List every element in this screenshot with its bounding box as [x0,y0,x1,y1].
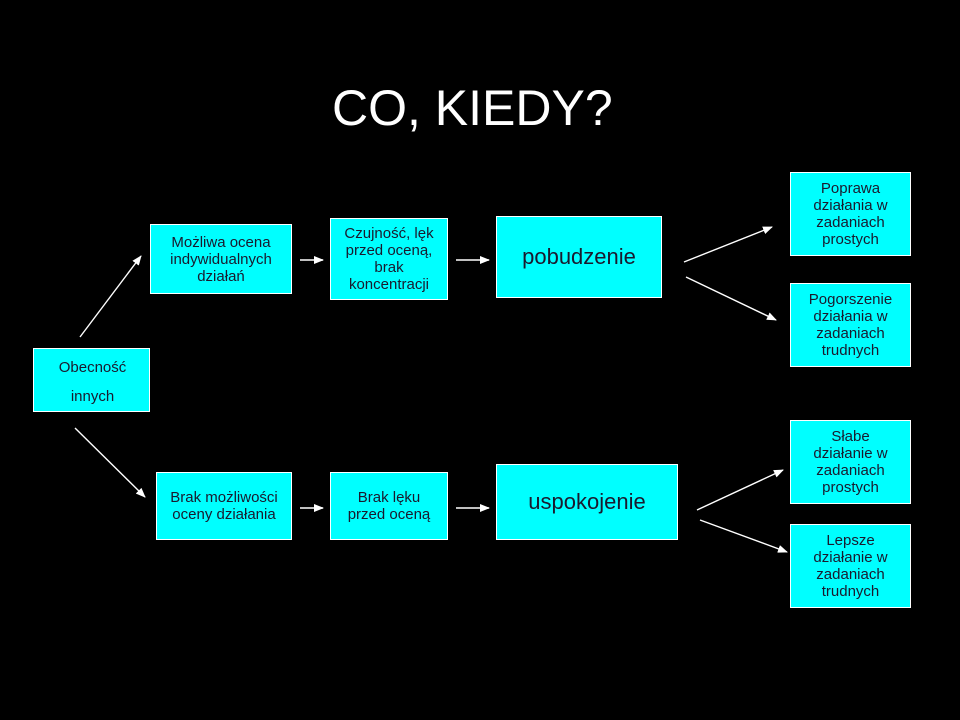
arrow-presence-to-no-eval [74,427,146,498]
node-calm: uspokojenie [496,464,678,540]
node-presence: Obecność innych [33,348,150,412]
arrow-calm-to-weak [696,469,784,511]
node-arousal: pobudzenie [496,216,662,298]
arrow-presence-to-possible-eval [79,255,142,338]
arrow-calm-to-better [699,519,788,553]
node-vigilance-fear: Czujność, lęk przed oceną, brak koncentr… [330,218,448,300]
node-improve-simple: Poprawa działania w zadaniach prostych [790,172,911,256]
arrow-arousal-to-worsen [685,276,777,321]
page-title: CO, KIEDY? [332,80,613,136]
node-presence-line2: innych [70,388,115,405]
node-no-evaluation: Brak możliwości oceny działania [156,472,292,540]
node-presence-line1: Obecność [58,359,127,376]
node-weak-simple: Słabe działanie w zadaniach prostych [790,420,911,504]
node-no-fear: Brak lęku przed oceną [330,472,448,540]
node-better-difficult: Lepsze działanie w zadaniach trudnych [790,524,911,608]
node-possible-evaluation: Możliwa ocena indywidualnych działań [150,224,292,294]
node-worsen-difficult: Pogorszenie działania w zadaniach trudny… [790,283,911,367]
arrow-arousal-to-improve [683,226,773,263]
